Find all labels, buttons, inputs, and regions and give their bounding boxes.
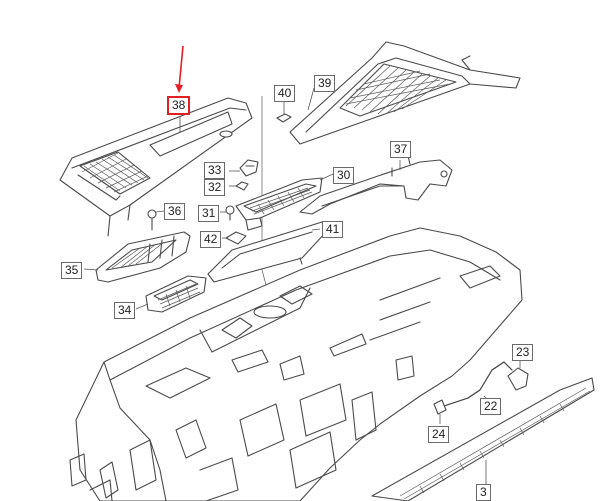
part-label-41[interactable]: 41 (322, 221, 344, 238)
part-35-vent-housing (95, 231, 191, 283)
part-32-clip (235, 181, 249, 191)
part-40-clip (276, 102, 292, 123)
part-label-39[interactable]: 39 (314, 75, 336, 92)
part-34-vent-grille (145, 275, 207, 313)
part-24-hose-end (433, 399, 447, 424)
part-label-36[interactable]: 36 (164, 203, 186, 220)
part-23-connector (507, 360, 529, 391)
part-label-35[interactable]: 35 (61, 262, 83, 279)
part-36-screw (147, 209, 157, 231)
part-label-40[interactable]: 40 (274, 85, 296, 102)
part-33-clip (239, 159, 259, 177)
part-label-34[interactable]: 34 (114, 302, 136, 319)
part-37-bracket (299, 155, 453, 215)
part-label-3[interactable]: 3 (476, 484, 491, 501)
part-42-clip (225, 231, 247, 245)
part-label-22[interactable]: 22 (480, 398, 502, 415)
part-label-30[interactable]: 30 (333, 167, 355, 184)
part-label-31[interactable]: 31 (198, 205, 220, 222)
leader-lines (83, 87, 334, 310)
part-30-air-vent (235, 177, 323, 231)
part-3-lower-vent (371, 377, 595, 501)
part-38-left-cover (59, 97, 253, 237)
part-label-24[interactable]: 24 (428, 426, 450, 443)
part-label-37[interactable]: 37 (390, 141, 412, 158)
dashboard-body (69, 227, 523, 501)
part-39-right-cover (289, 41, 521, 145)
part-label-32[interactable]: 32 (204, 179, 226, 196)
highlight-arrow (175, 45, 184, 93)
part-31-screw (225, 205, 235, 221)
part-label-33[interactable]: 33 (204, 162, 226, 179)
part-label-42[interactable]: 42 (200, 231, 222, 248)
part-label-23[interactable]: 23 (512, 344, 534, 361)
part-label-38[interactable]: 38 (167, 96, 191, 115)
